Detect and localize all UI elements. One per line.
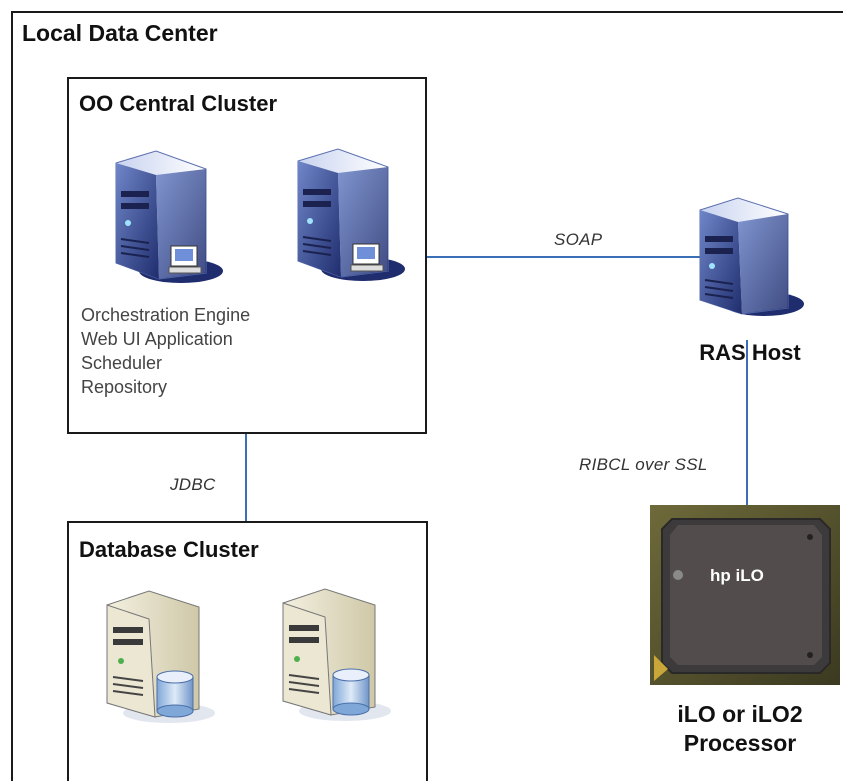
database-cluster-box: Database Cluster bbox=[67, 521, 428, 781]
service-item: Web UI Application bbox=[81, 329, 233, 349]
service-item: Scheduler bbox=[81, 353, 163, 373]
ilo-chip-icon: hp iLO bbox=[650, 505, 840, 685]
oo-central-cluster-box: OO Central Cluster bbox=[67, 77, 427, 434]
ras-host-label: RAS Host bbox=[699, 340, 801, 365]
server-icon bbox=[297, 148, 405, 281]
service-item: Orchestration Engine bbox=[81, 305, 251, 325]
ilo-label: iLO or iLO2 Processor bbox=[640, 700, 840, 758]
ilo-label-line2: Processor bbox=[683, 730, 797, 756]
soap-label: SOAP bbox=[554, 230, 603, 249]
ilo-chip-text: hp iLO bbox=[710, 566, 764, 585]
jdbc-link-line bbox=[245, 433, 247, 523]
database-server-icon bbox=[282, 588, 391, 721]
soap-link-line bbox=[426, 256, 706, 258]
local-data-center-title: Local Data Center bbox=[22, 20, 218, 46]
central-services-list: Orchestration Engine Web UI Application … bbox=[81, 303, 250, 399]
local-data-center-frame bbox=[11, 11, 843, 781]
server-icon bbox=[115, 150, 223, 283]
jdbc-label: JDBC bbox=[170, 475, 216, 494]
ilo-label-line1: iLO or iLO2 bbox=[677, 701, 803, 727]
service-item: Repository bbox=[81, 377, 168, 397]
database-server-icon bbox=[106, 590, 215, 723]
oo-central-cluster-title: OO Central Cluster bbox=[79, 91, 278, 116]
ribcl-label: RIBCL over SSL bbox=[579, 455, 708, 474]
ribcl-link-line bbox=[746, 340, 748, 506]
ras-server-icon bbox=[699, 197, 804, 316]
database-cluster-title: Database Cluster bbox=[79, 537, 259, 562]
